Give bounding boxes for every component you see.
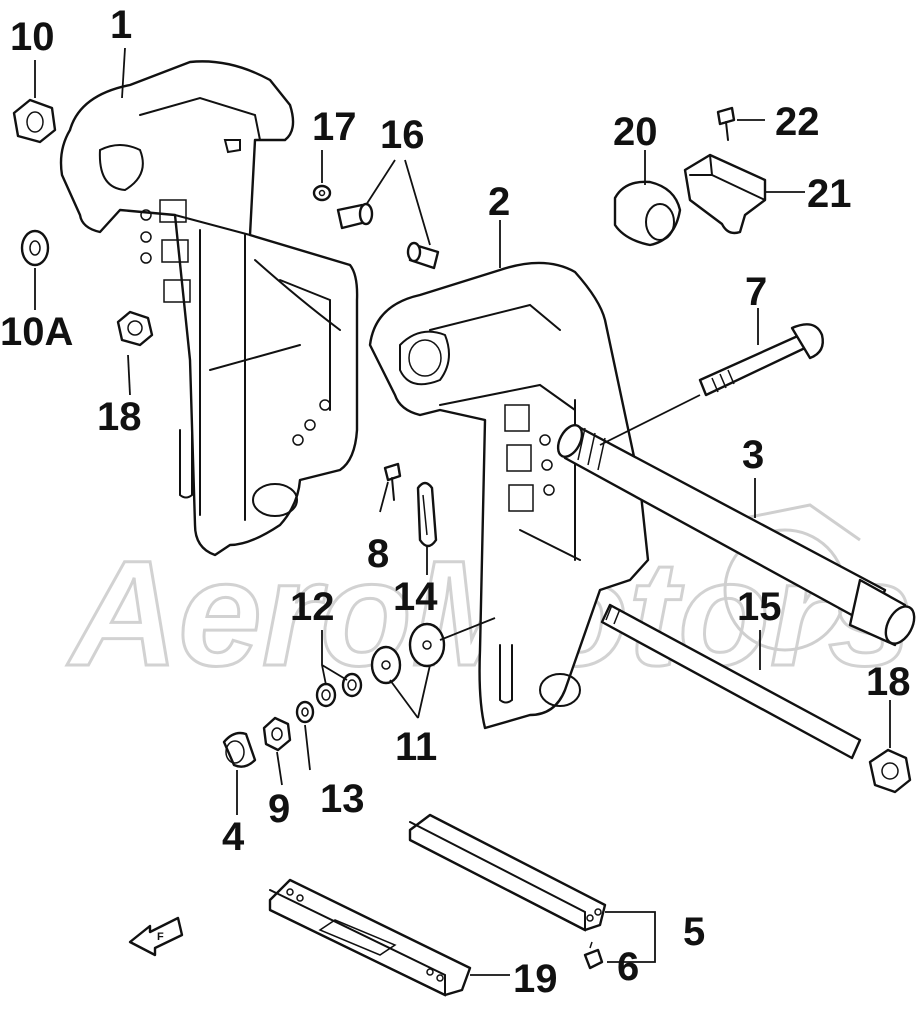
callout-19: 19 [513,957,558,1001]
callout-12: 12 [290,585,335,629]
front-arrow-icon [128,916,184,957]
bolt-22 [716,106,736,141]
callout-16: 16 [380,113,425,157]
callout-1: 1 [110,3,132,47]
pad-19 [268,878,472,997]
callout-22: 22 [775,100,820,144]
callout-21: 21 [807,172,852,216]
leader-lines [34,47,891,976]
callout-7: 7 [745,270,767,314]
shaft-15 [600,603,862,760]
callout-10a: 10A [0,310,73,354]
washer-17 [312,184,332,202]
screw-6 [583,941,604,970]
watermark-handlebar [734,503,861,542]
washer-11-large [408,622,446,668]
callout-10: 10 [10,15,55,59]
clamp-bracket-left [59,60,359,557]
nut-18-left [116,310,154,347]
callout-14: 14 [393,575,438,619]
callout-11: 11 [395,725,437,769]
tilt-tube [556,423,916,647]
callout-8: 8 [367,532,389,576]
callout-6: 6 [617,945,639,989]
callout-3: 3 [742,433,764,477]
callout-15: 15 [737,585,782,629]
nut-18-right [868,748,912,794]
bolt-16-upper [336,202,374,230]
callout-2: 2 [488,180,510,224]
washer-11-small [370,645,402,685]
callout-9: 9 [268,787,290,831]
callout-20: 20 [613,110,658,154]
washer-10a [20,229,50,267]
nut-9 [262,716,292,752]
callout-17: 17 [312,105,357,149]
plate-14 [416,481,438,548]
callout-labels: 10 1 10A 18 17 16 20 22 21 2 7 3 15 18 8… [0,3,911,1001]
cap-20 [613,180,682,247]
bushing-12-a [341,672,363,698]
cap-4 [222,731,257,768]
callout-5: 5 [683,910,705,954]
pad-5 [408,813,607,932]
callout-18-left: 18 [97,395,142,439]
callout-4: 4 [222,815,245,859]
callout-13: 13 [320,777,365,821]
callout-18-right: 18 [866,660,911,704]
clamp-bracket-right [368,261,650,730]
bolt-16-lower [406,241,440,270]
bushing-12-b [315,682,337,708]
screw-8 [383,462,402,501]
washer-13 [295,700,315,724]
bolt-7 [698,323,824,397]
bracket-21 [683,153,767,235]
front-marker-text: F [157,931,164,943]
nut-10 [12,98,57,144]
front-direction-marker: F [128,916,184,957]
